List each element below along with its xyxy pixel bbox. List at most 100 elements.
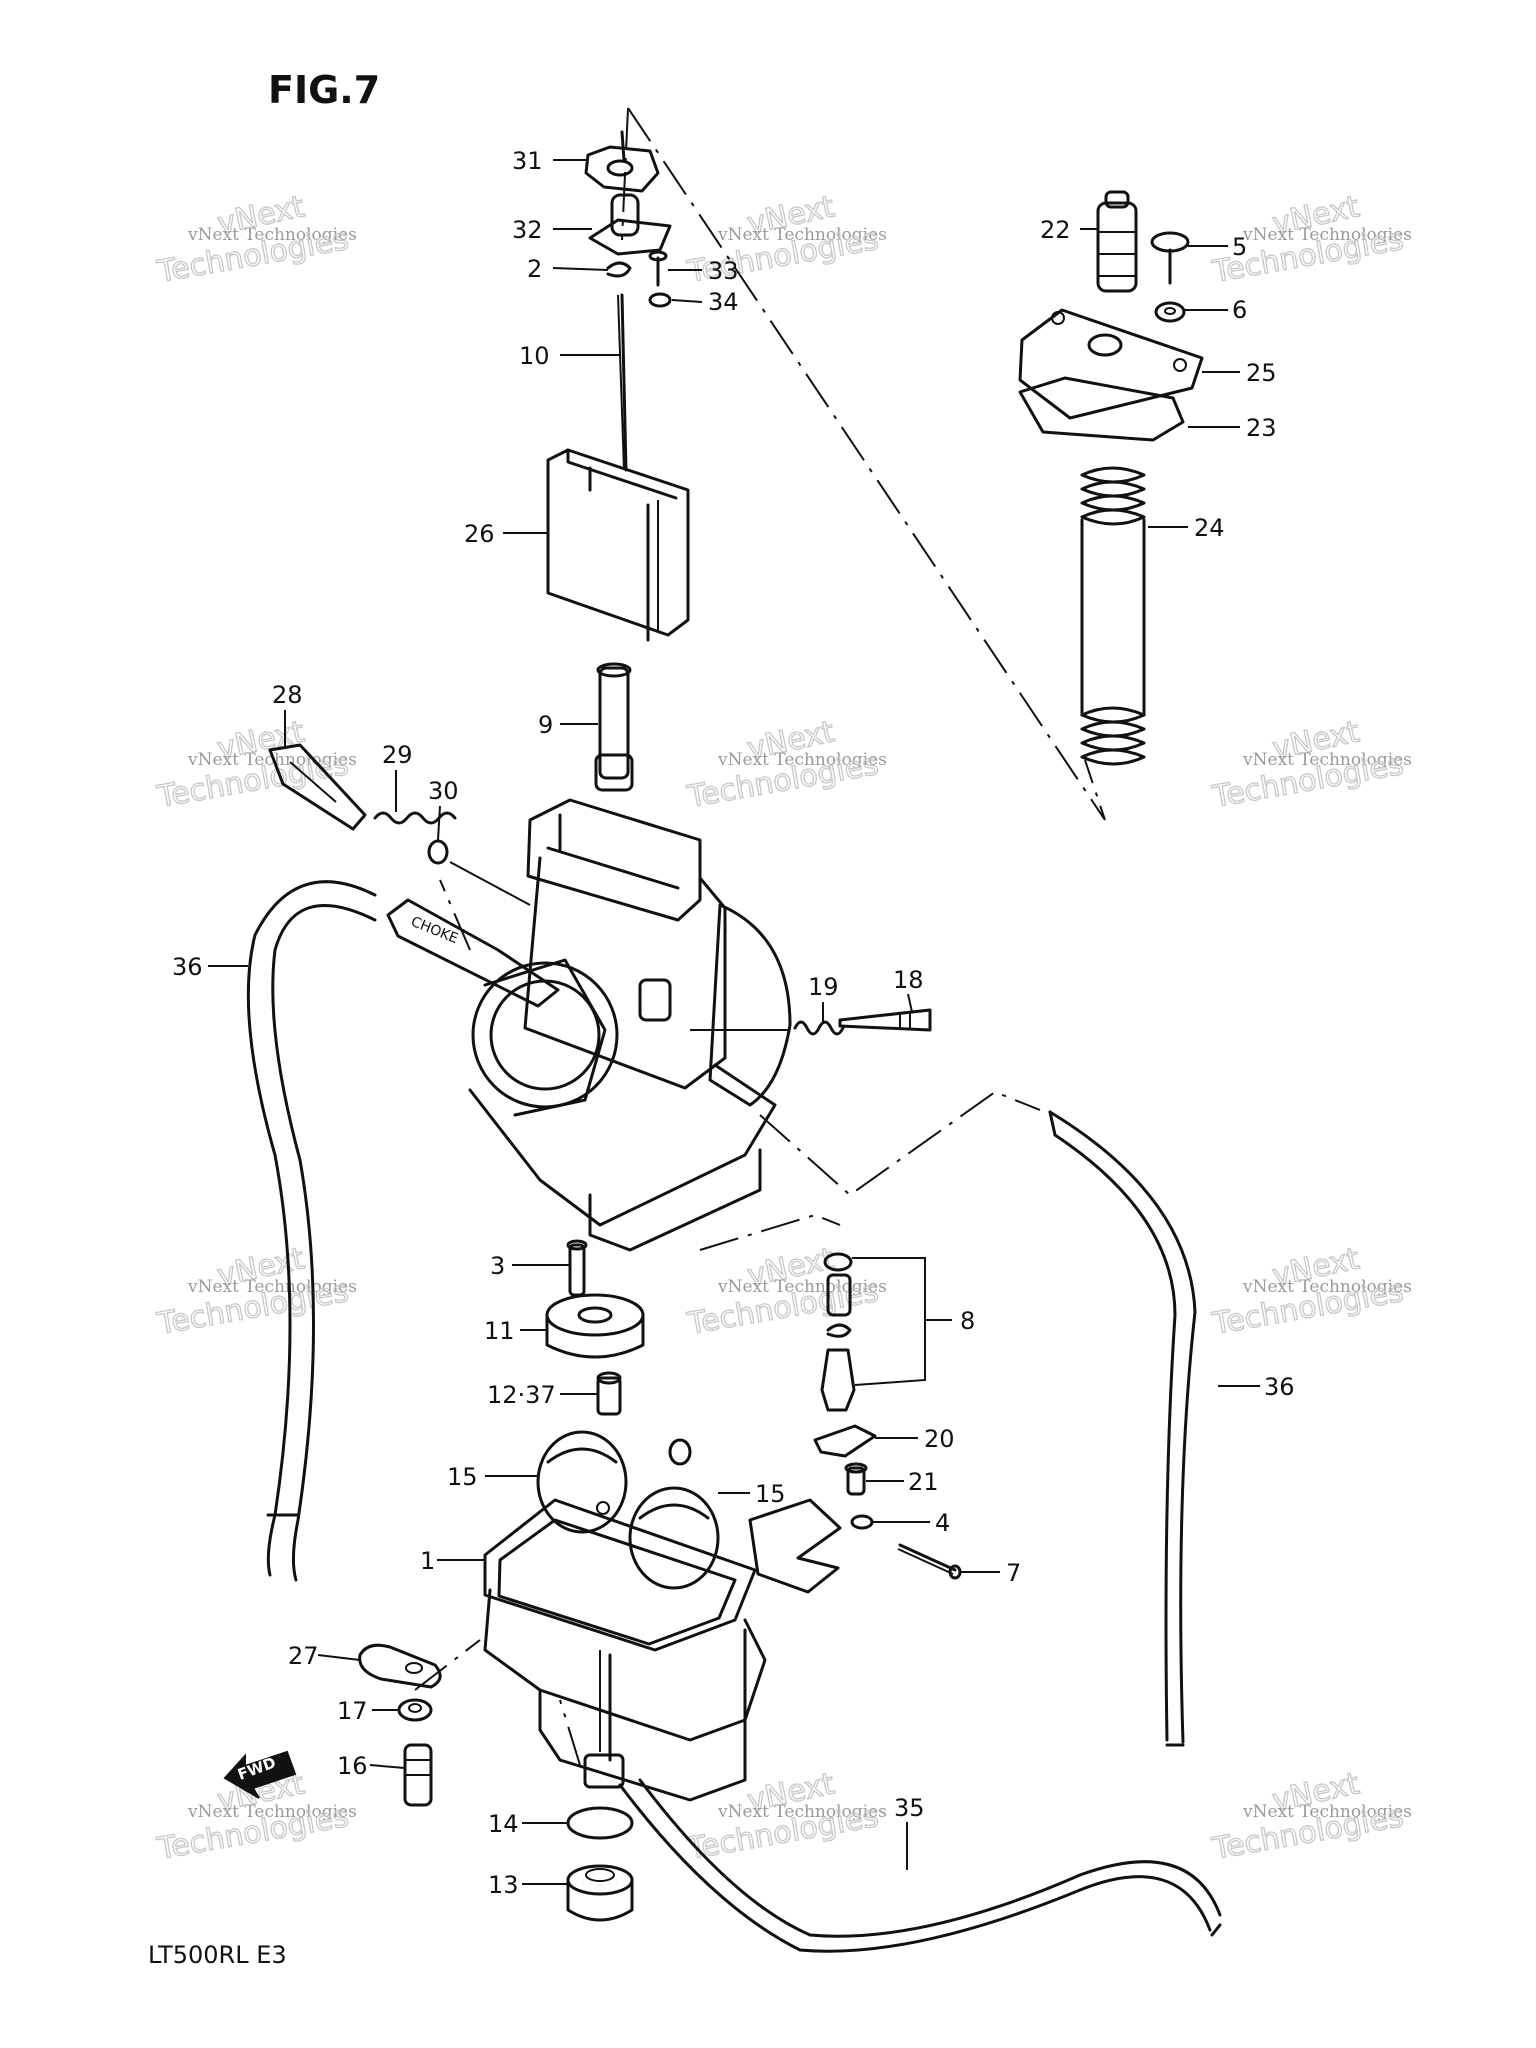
part-7-pin bbox=[897, 1543, 962, 1580]
part-19-spring bbox=[793, 1020, 845, 1036]
watermark-tile: vNext vNext Technologies Technologies bbox=[1209, 1766, 1412, 1868]
callout-2: 2 bbox=[527, 255, 542, 283]
callout-11: 11 bbox=[484, 1317, 515, 1345]
svg-text:vNext Technologies: vNext Technologies bbox=[717, 750, 887, 770]
part-35-drain-hose bbox=[618, 1778, 1222, 1953]
svg-text:vNext Technologies: vNext Technologies bbox=[717, 1802, 887, 1822]
callout-35: 35 bbox=[894, 1794, 925, 1822]
part-15-float-right bbox=[628, 1486, 720, 1590]
part-34-washer bbox=[648, 292, 672, 308]
callout-6: 6 bbox=[1232, 296, 1247, 324]
part-11-main-jet-holder bbox=[545, 1293, 645, 1359]
part-23-gasket bbox=[1018, 376, 1185, 442]
callout-12-37: 12·37 bbox=[487, 1381, 556, 1409]
watermark-tile: vNext vNext Technologies Technologies bbox=[154, 1241, 357, 1343]
svg-text:vNext Technologies: vNext Technologies bbox=[1242, 1802, 1412, 1822]
callout-4: 4 bbox=[935, 1509, 950, 1537]
watermark-tile: vNext vNext Technologies Technologies bbox=[684, 714, 887, 816]
fwd-arrow-icon: FWD bbox=[223, 1750, 297, 1799]
svg-text:vNext Technologies: vNext Technologies bbox=[1242, 1277, 1412, 1297]
part-4-float-arm bbox=[748, 1498, 874, 1594]
part-2-clip bbox=[606, 261, 632, 278]
callout-10: 10 bbox=[519, 342, 550, 370]
callout-30: 30 bbox=[428, 777, 459, 805]
callout-13: 13 bbox=[488, 1871, 519, 1899]
watermark-tile: vNext vNext Technologies Technologies bbox=[1209, 714, 1412, 816]
part-20-clip bbox=[813, 1424, 877, 1458]
svg-text:vNext Technologies: vNext Technologies bbox=[187, 225, 357, 245]
callout-32: 32 bbox=[512, 216, 543, 244]
svg-text:vNext Technologies: vNext Technologies bbox=[717, 225, 887, 245]
callout-36-left: 36 bbox=[172, 953, 203, 981]
svg-text:vNext Technologies: vNext Technologies bbox=[1242, 225, 1412, 245]
part-25-cover bbox=[1018, 308, 1204, 420]
choke-lever-label: CHOKE bbox=[409, 914, 461, 947]
callout-22: 22 bbox=[1040, 216, 1071, 244]
part-1-float-chamber bbox=[483, 1498, 767, 1802]
callout-9: 9 bbox=[538, 711, 553, 739]
part-28-air-screw bbox=[268, 743, 367, 831]
callout-26: 26 bbox=[464, 520, 495, 548]
callout-23: 23 bbox=[1246, 414, 1277, 442]
part-30-o-ring bbox=[427, 839, 449, 865]
callout-18: 18 bbox=[893, 966, 924, 994]
part-21-screw bbox=[844, 1462, 868, 1496]
part-32-holder bbox=[588, 193, 672, 256]
part-14-o-ring bbox=[566, 1806, 634, 1840]
watermark-tile: vNext vNext Technologies Technologies bbox=[684, 1766, 887, 1868]
part-33-screw bbox=[648, 250, 668, 287]
callout-17: 17 bbox=[337, 1697, 368, 1725]
callout-34: 34 bbox=[708, 288, 739, 316]
callout-29: 29 bbox=[382, 741, 413, 769]
callout-15-right: 15 bbox=[755, 1480, 786, 1508]
callout-20: 20 bbox=[924, 1425, 955, 1453]
svg-text:vNext Technologies: vNext Technologies bbox=[1242, 750, 1412, 770]
part-main-carburetor-body: CHOKE bbox=[386, 798, 792, 1252]
part-36-fuel-hose-right bbox=[1048, 1110, 1197, 1747]
figure-title: FIG.7 bbox=[268, 68, 380, 112]
part-float-pin-cap bbox=[668, 1438, 692, 1466]
leader-lines bbox=[208, 159, 1260, 1885]
callout-3: 3 bbox=[490, 1252, 505, 1280]
part-17-washer bbox=[397, 1698, 433, 1722]
callout-31: 31 bbox=[512, 147, 543, 175]
callout-33: 33 bbox=[708, 257, 739, 285]
part-9-needle-jet bbox=[594, 662, 634, 792]
callout-27: 27 bbox=[288, 1642, 319, 1670]
watermark-tile: vNext vNext Technologies Technologies bbox=[154, 189, 357, 291]
part-24-spring-tube bbox=[1080, 466, 1146, 766]
callout-labels: 31 32 2 33 34 10 26 22 5 6 25 23 24 28 2… bbox=[172, 147, 1295, 1899]
callout-21: 21 bbox=[908, 1468, 939, 1496]
part-26-throttle-valve bbox=[546, 448, 690, 642]
watermark-tile: vNext vNext Technologies Technologies bbox=[1209, 1241, 1412, 1343]
callout-36-right: 36 bbox=[1264, 1373, 1295, 1401]
part-12-37-main-jet bbox=[596, 1371, 622, 1416]
callout-19: 19 bbox=[808, 973, 839, 1001]
watermark-tile: vNext vNext Technologies Technologies bbox=[684, 1241, 887, 1343]
part-3-screw bbox=[566, 1239, 588, 1297]
part-22-cap bbox=[1096, 190, 1138, 293]
part-36-fuel-hose-left bbox=[246, 880, 377, 1582]
part-15-float-left bbox=[536, 1430, 628, 1534]
callout-25: 25 bbox=[1246, 359, 1277, 387]
part-6-nut bbox=[1154, 301, 1186, 323]
callout-7: 7 bbox=[1006, 1559, 1021, 1587]
part-10-jet-needle bbox=[617, 293, 628, 472]
callout-5: 5 bbox=[1232, 233, 1247, 261]
callout-16: 16 bbox=[337, 1752, 368, 1780]
callout-24: 24 bbox=[1194, 514, 1225, 542]
part-13-drain-plug bbox=[566, 1864, 634, 1922]
svg-text:vNext Technologies: vNext Technologies bbox=[187, 1802, 357, 1822]
part-29-spring bbox=[373, 811, 457, 825]
callout-1: 1 bbox=[420, 1547, 435, 1575]
part-5-screw bbox=[1150, 231, 1190, 285]
callout-8: 8 bbox=[960, 1307, 975, 1335]
watermark: vNext vNext Technologies Technologies vN… bbox=[154, 189, 1412, 1868]
callout-28: 28 bbox=[272, 681, 303, 709]
watermark-tile: vNext vNext Technologies Technologies bbox=[154, 714, 357, 816]
part-8-needle-valve bbox=[820, 1252, 856, 1412]
svg-text:vNext Technologies: vNext Technologies bbox=[717, 1277, 887, 1297]
part-16-bolt bbox=[403, 1743, 433, 1807]
